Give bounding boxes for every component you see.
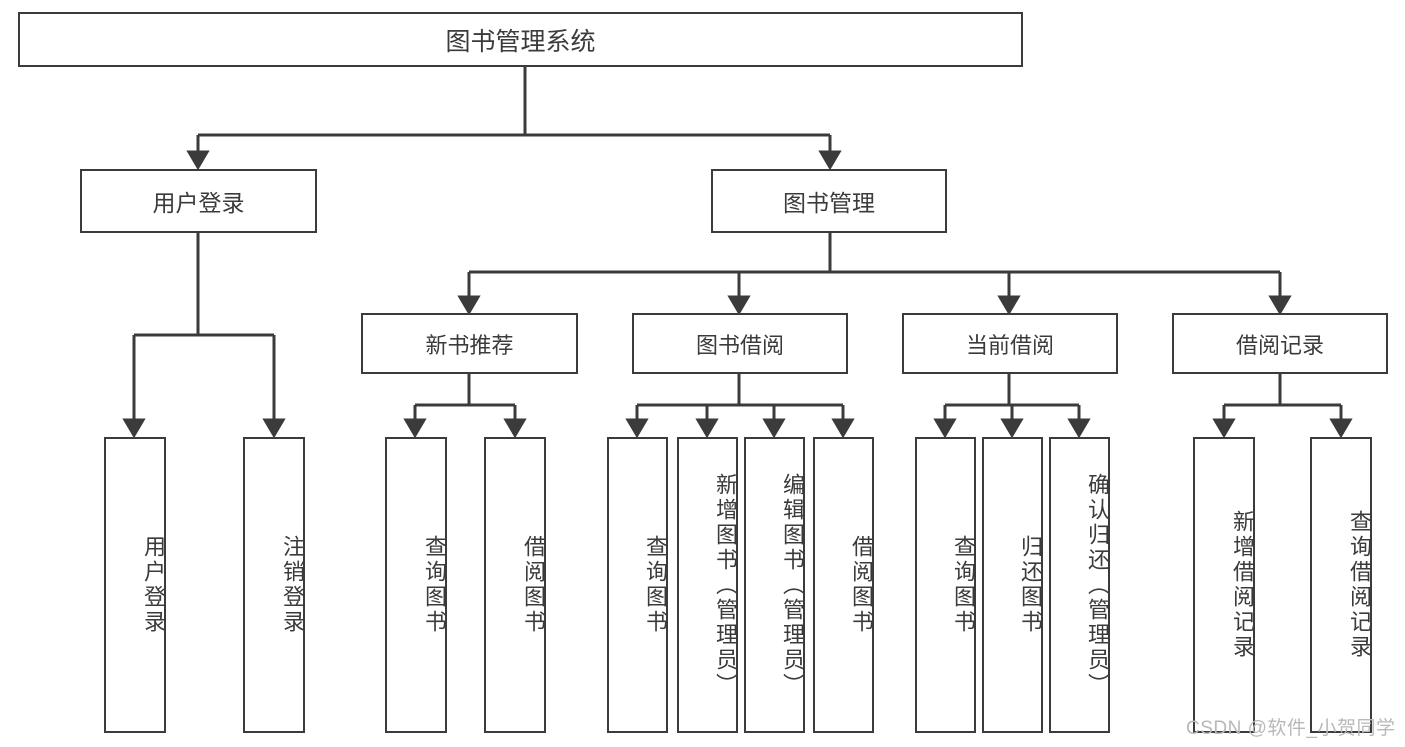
- node-label: 新增图书（管理员）: [713, 472, 738, 698]
- node-label: 查询图书: [951, 535, 976, 635]
- node-label: 借阅记录: [1235, 332, 1324, 358]
- leaf-book-borrow-edit-book-admin[interactable]: 编辑图书（管理员）: [744, 437, 805, 733]
- leaf-borrow-record-add-record[interactable]: 新增借阅记录: [1193, 437, 1255, 733]
- node-label: 确认归还（管理员）: [1085, 472, 1110, 698]
- node-label: 借阅图书: [849, 535, 874, 635]
- node-label: 用户登录: [152, 190, 245, 216]
- leaf-user-login-login[interactable]: 用户登录: [104, 437, 166, 733]
- node-label: 借阅图书: [521, 535, 546, 635]
- node-label: 新书推荐: [425, 332, 514, 358]
- node-label: 查询图书: [643, 535, 668, 635]
- node-label: 归还图书: [1018, 535, 1043, 635]
- leaf-borrow-record-query-record[interactable]: 查询借阅记录: [1310, 437, 1372, 733]
- node-label: 查询借阅记录: [1347, 510, 1372, 660]
- node-new-book-recommend[interactable]: 新书推荐: [361, 313, 578, 374]
- node-label: 编辑图书（管理员）: [780, 472, 805, 698]
- node-label: 查询图书: [422, 535, 447, 635]
- node-book-borrow[interactable]: 图书借阅: [632, 313, 848, 374]
- leaf-book-borrow-borrow-book[interactable]: 借阅图书: [813, 437, 874, 733]
- node-label: 图书管理系统: [445, 27, 596, 56]
- leaf-user-login-logout[interactable]: 注销登录: [243, 437, 305, 733]
- node-label: 当前借阅: [965, 332, 1054, 358]
- leaf-new-book-borrow-book[interactable]: 借阅图书: [484, 437, 546, 733]
- leaf-new-book-query-book[interactable]: 查询图书: [385, 437, 447, 733]
- leaf-current-borrow-query-book[interactable]: 查询图书: [915, 437, 976, 733]
- leaf-book-borrow-add-book-admin[interactable]: 新增图书（管理员）: [677, 437, 738, 733]
- leaf-current-borrow-confirm-return-admin[interactable]: 确认归还（管理员）: [1049, 437, 1110, 733]
- csdn-watermark: CSDN @软件_小贺同学: [1186, 718, 1396, 739]
- node-root-system[interactable]: 图书管理系统: [18, 12, 1023, 67]
- node-label: 图书借阅: [695, 332, 784, 358]
- node-label: 新增借阅记录: [1230, 510, 1255, 660]
- node-label: 注销登录: [280, 535, 305, 635]
- node-user-login[interactable]: 用户登录: [80, 169, 317, 233]
- node-book-management[interactable]: 图书管理: [711, 169, 947, 233]
- leaf-book-borrow-query-book[interactable]: 查询图书: [607, 437, 668, 733]
- node-borrow-record[interactable]: 借阅记录: [1172, 313, 1388, 374]
- node-current-borrow[interactable]: 当前借阅: [902, 313, 1118, 374]
- node-label: 用户登录: [141, 535, 166, 635]
- leaf-current-borrow-return-book[interactable]: 归还图书: [982, 437, 1043, 733]
- node-label: 图书管理: [783, 190, 875, 216]
